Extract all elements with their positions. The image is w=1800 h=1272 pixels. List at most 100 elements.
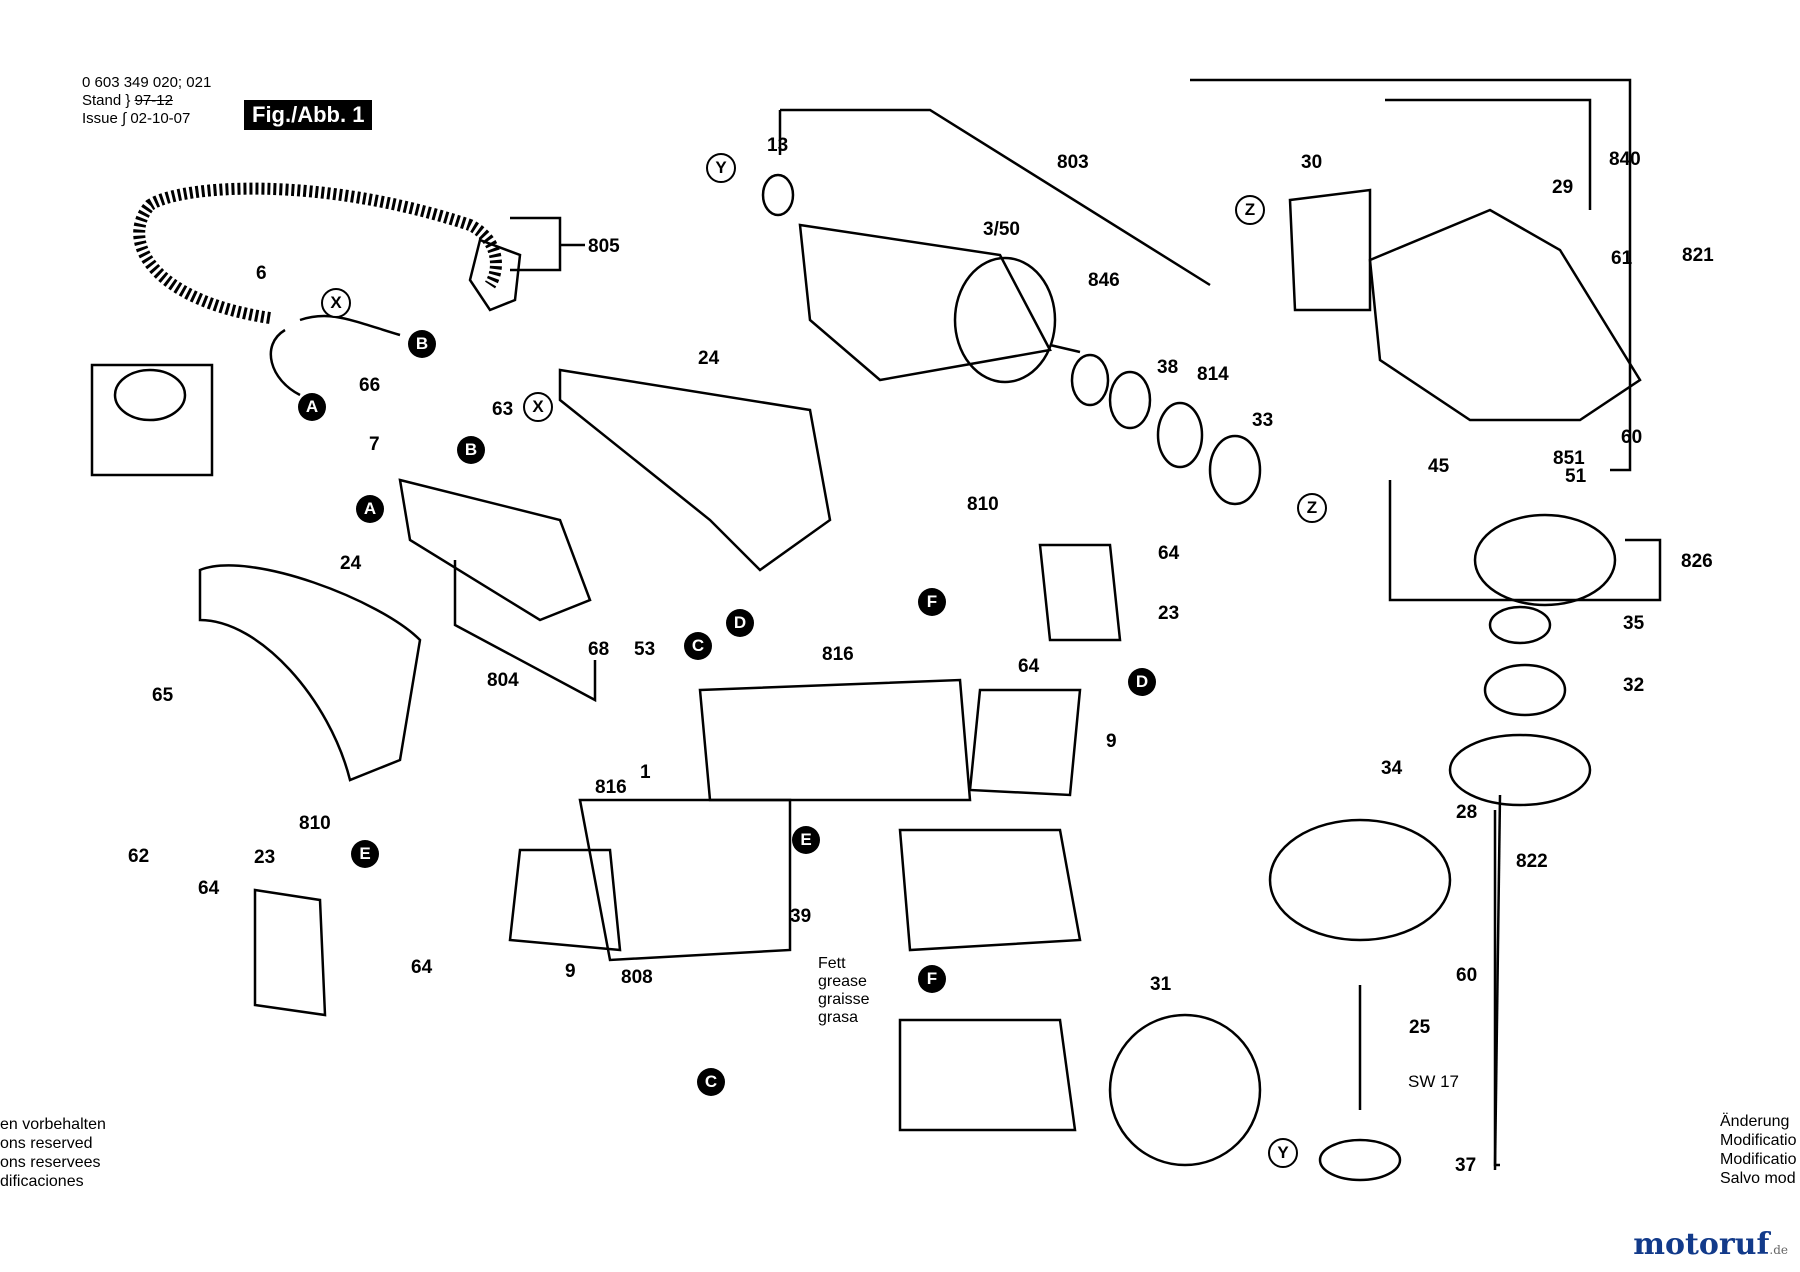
part-label-23: 23 (1158, 603, 1180, 624)
part-label-840: 840 (1609, 149, 1641, 170)
part-label-sw17: SW 17 (1408, 1072, 1460, 1091)
part-label-37: 37 (1455, 1155, 1477, 1176)
part-label-61: 61 (1611, 248, 1633, 269)
field-coil-upper (898, 828, 1082, 952)
part-label-62: 62 (128, 846, 150, 867)
part-label-51: 51 (1565, 466, 1587, 487)
part-label-65: 65 (152, 685, 174, 706)
rights-line: Salvo mod (1720, 1170, 1796, 1187)
cord-lead-a (269, 328, 301, 397)
part-label-64: 64 (1018, 656, 1040, 677)
part-label-851: 851 (1553, 448, 1585, 469)
part-label-68: 68 (588, 639, 610, 660)
issue-value: 02-10-07 (130, 110, 191, 127)
motor-housing-1 (698, 678, 972, 802)
part-label-64: 64 (1158, 543, 1180, 564)
handle-24-top (558, 368, 832, 572)
bearing-814 (1156, 401, 1204, 469)
part-label-24: 24 (340, 553, 362, 574)
part-label-35: 35 (1623, 613, 1645, 634)
power-cord (133, 182, 502, 324)
grease-note: Fett grease graisse grasa (818, 955, 870, 1027)
part-label-32: 32 (1623, 675, 1645, 696)
part-label-24: 24 (698, 348, 720, 369)
part-label-816: 816 (822, 644, 854, 665)
grease-line: Fett (818, 955, 846, 972)
bearing-33 (1208, 434, 1262, 506)
connector-a: A (298, 393, 326, 421)
grease-line: grease (818, 973, 867, 990)
rights-line: Modificatio (1720, 1151, 1797, 1168)
stand-row: Stand } 97-12 (82, 92, 173, 109)
part-label-810: 810 (967, 494, 999, 515)
part-label-33: 33 (1252, 410, 1274, 431)
connector-y: Y (706, 153, 736, 183)
connector-y: Y (1268, 1138, 1298, 1168)
part-label-23: 23 (254, 847, 276, 868)
rights-line: Änderung (1720, 1113, 1790, 1130)
connector-z: Z (1297, 493, 1327, 523)
bevel-gear-30 (1288, 188, 1372, 312)
part-label-804: 804 (487, 670, 519, 691)
part-label-803: 803 (1057, 152, 1089, 173)
part-label-60: 60 (1621, 427, 1643, 448)
bearing-13 (761, 173, 795, 217)
part-label-826: 826 (1681, 551, 1713, 572)
part-label-63: 63 (492, 399, 514, 420)
part-label-31: 31 (1150, 974, 1172, 995)
part-label-814: 814 (1197, 364, 1229, 385)
connector-a: A (356, 495, 384, 523)
part-label-1: 1 (640, 762, 651, 783)
part-label-9: 9 (565, 961, 576, 982)
part-label-13: 13 (767, 135, 789, 156)
stand-value: 97-12 (134, 92, 173, 109)
part-label-30: 30 (1301, 152, 1323, 173)
issue-label: Issue (82, 110, 118, 127)
ring-38 (1108, 370, 1152, 430)
part-label-822: 822 (1516, 851, 1548, 872)
rights-line: Modificatio (1720, 1132, 1797, 1149)
part-label-60: 60 (1456, 965, 1478, 986)
rights-note-right: Änderung Modificatio Modificatio Salvo m… (1720, 1112, 1796, 1188)
ring-34 (1448, 733, 1592, 807)
connector-f: F (918, 588, 946, 616)
rights-line: en vorbehalten (0, 1116, 106, 1133)
handle-24-side (198, 564, 422, 782)
bearing-housing-31 (1108, 1013, 1262, 1167)
plug (468, 238, 522, 312)
part-label-805: 805 (588, 236, 620, 257)
part-label-816: 816 (595, 777, 627, 798)
motor-housing-lower (578, 798, 792, 962)
watermark-tld: .de (1769, 1243, 1788, 1257)
connector-d: D (726, 609, 754, 637)
watermark-text: motoruf (1633, 1227, 1770, 1262)
gear-housing (1368, 208, 1642, 422)
stand-label: Stand (82, 92, 122, 109)
wiring-schematic (90, 363, 214, 477)
connector-d: D (1128, 668, 1156, 696)
ring-35 (1488, 605, 1552, 645)
ring-846 (1070, 353, 1110, 407)
connector-b: B (408, 330, 436, 358)
field-coil-lower (898, 1018, 1077, 1132)
part-label-66: 66 (359, 375, 381, 396)
switch-804 (398, 478, 592, 622)
connector-x: X (523, 392, 553, 422)
nut-37 (1318, 1138, 1402, 1182)
flange-822 (1268, 818, 1452, 942)
part-label-7: 7 (369, 434, 380, 455)
part-label-64: 64 (198, 878, 220, 899)
part-number: 0 603 349 020; 021 (82, 74, 212, 91)
part-label-821: 821 (1682, 245, 1714, 266)
grease-line: graisse (818, 991, 870, 1008)
connector-f: F (918, 965, 946, 993)
filter-23-top (1038, 543, 1122, 642)
connector-x: X (321, 288, 351, 318)
grease-line: grasa (818, 1009, 859, 1026)
figure-badge: Fig./Abb. 1 (244, 100, 373, 130)
ring-32 (1483, 663, 1567, 717)
cord-lead (299, 314, 401, 337)
rights-line: ons reserved (0, 1135, 93, 1152)
connector-c: C (697, 1068, 725, 1096)
